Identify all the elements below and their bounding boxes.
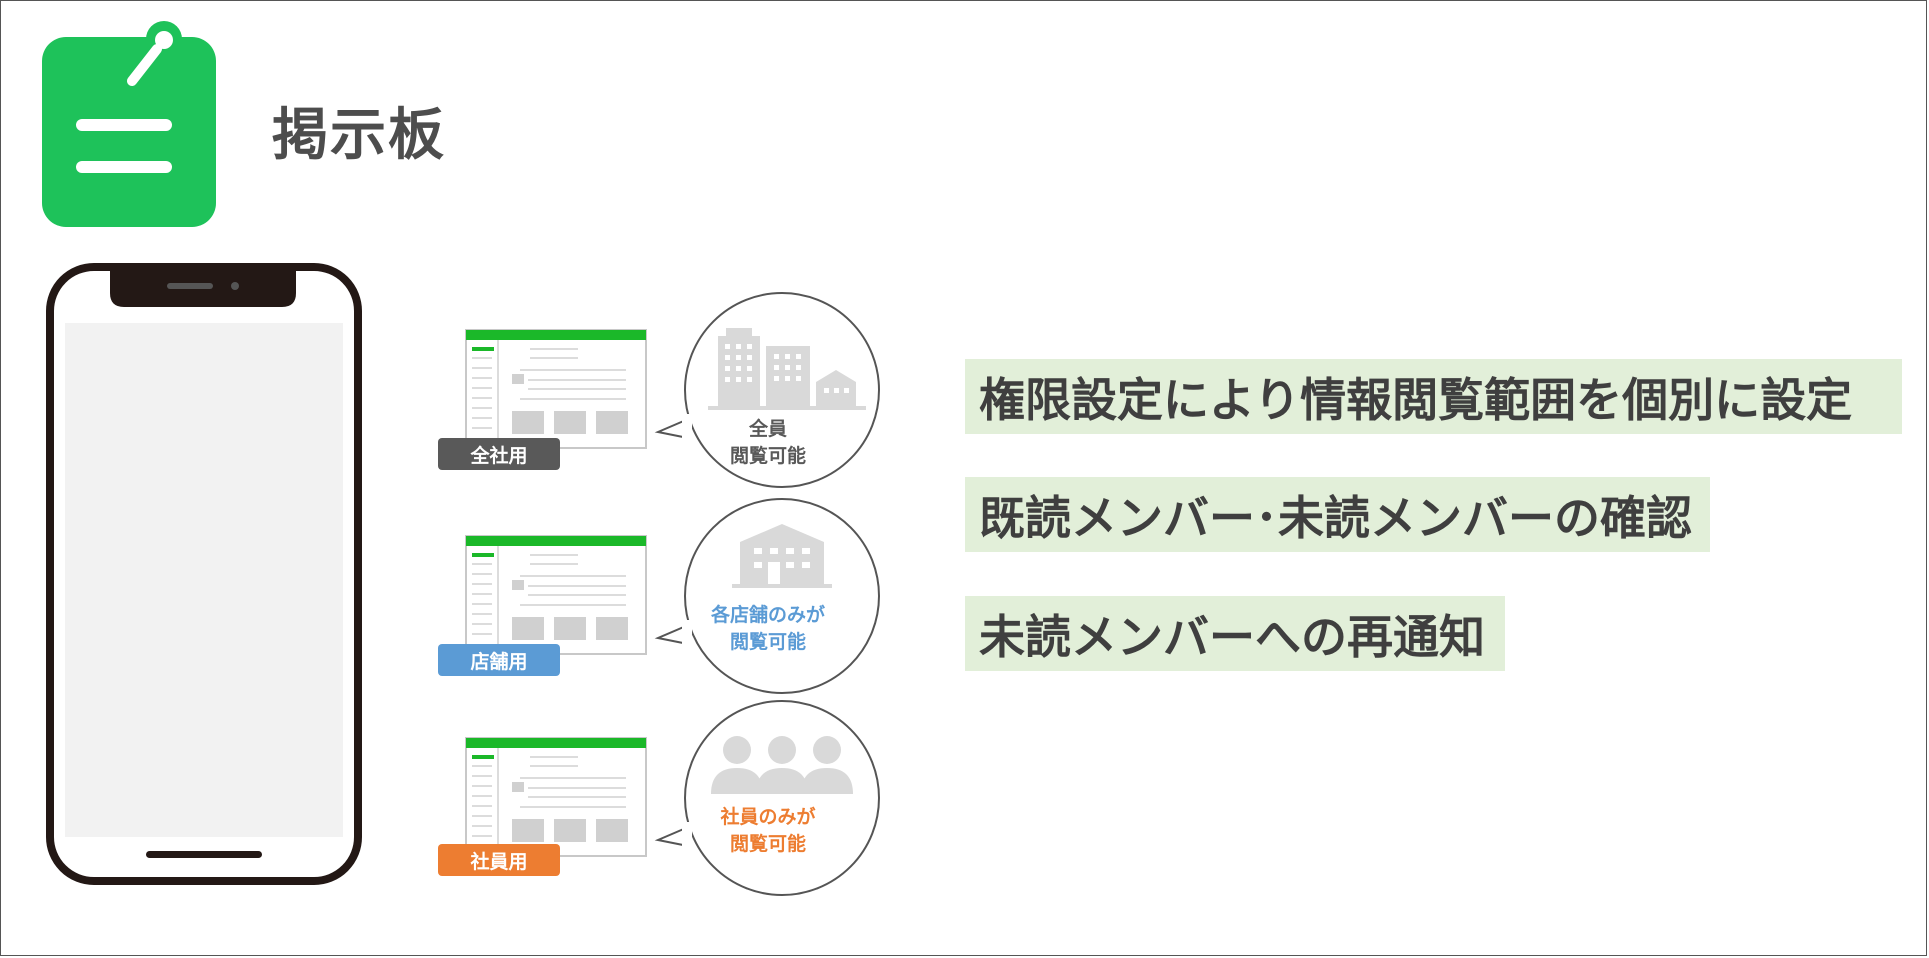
- tag-company: 全社用: [438, 438, 560, 470]
- people-icon: [711, 736, 853, 794]
- scope-line-1: 各店舗のみが: [710, 604, 825, 626]
- tag-store: 店舗用: [438, 644, 560, 676]
- page-title: 掲示板: [272, 103, 446, 168]
- scope-line-2: 閲覧可能: [729, 631, 806, 653]
- board-employee: 社員用 社員のみが 閲覧可能: [430, 698, 910, 898]
- board-list: 全社用 全員 閲覧可能: [430, 290, 910, 910]
- scope-text-store: 各店舗のみが 閲覧可能: [688, 602, 848, 656]
- board-company: 全社用 全員 閲覧可能: [430, 290, 910, 490]
- feature-permission-setting: 権限設定により情報閲覧範囲を個別に設定: [965, 359, 1902, 434]
- scope-text-company: 全員 閲覧可能: [688, 416, 848, 470]
- feature-read-status: 既読メンバー･未読メンバーの確認: [965, 477, 1710, 552]
- scope-line-1: 全員: [748, 418, 787, 440]
- store-icon: [732, 524, 832, 588]
- scope-line-1: 社員のみが: [720, 806, 816, 828]
- tag-employee: 社員用: [438, 844, 560, 876]
- scope-line-2: 閲覧可能: [729, 445, 806, 467]
- buildings-icon: [708, 328, 866, 410]
- scope-text-employee: 社員のみが 閲覧可能: [688, 804, 848, 858]
- scope-line-2: 閲覧可能: [729, 833, 806, 855]
- board-card[interactable]: [430, 496, 910, 696]
- feature-renotify: 未読メンバーへの再通知: [965, 596, 1505, 671]
- board-store: 店舗用 各店舗のみが 閲覧可能: [430, 496, 910, 696]
- smartphone-icon: [46, 263, 362, 885]
- bulletin-board-icon: [42, 21, 216, 227]
